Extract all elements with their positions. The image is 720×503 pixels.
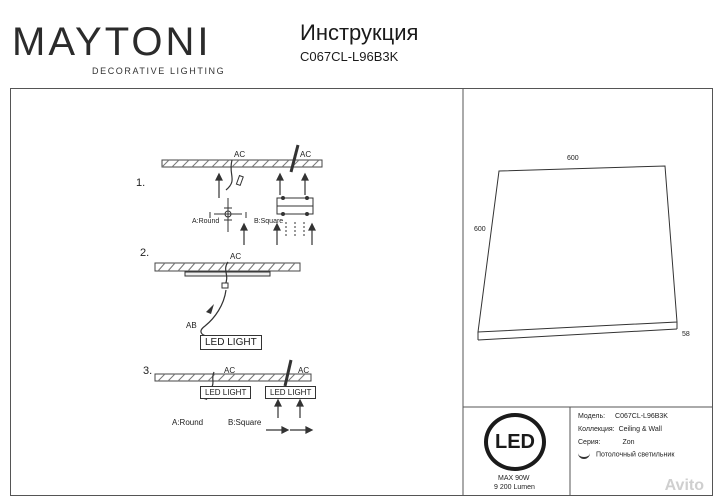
dimension-width: 600 — [567, 155, 579, 162]
step2-ceiling — [154, 262, 301, 277]
step1-option-square: B:Square — [254, 218, 284, 225]
step1-ac-right: AC — [300, 150, 312, 159]
step3-ceiling — [154, 373, 312, 382]
spec-series-label: Серия: — [578, 439, 601, 446]
fixture-dimension-drawing — [477, 165, 678, 341]
spec-model-label: Модель: — [578, 413, 606, 420]
step1-screwdriver — [289, 144, 300, 173]
spec-collection-row: Коллекция: Ceiling & Wall — [578, 426, 662, 433]
step2-ab-wire — [200, 289, 227, 338]
spec-collection-value: Ceiling & Wall — [618, 426, 662, 433]
step3-screwdriver — [283, 359, 293, 387]
step2-number: 2. — [140, 247, 150, 259]
step3-arrows — [266, 398, 314, 434]
step1-square-mount — [276, 196, 314, 236]
led-logo: LED — [484, 413, 546, 471]
step1-ac-left: AC — [234, 150, 246, 159]
watermark: Avito — [664, 477, 704, 494]
spec-model-value: C067CL-L96B3K — [615, 413, 668, 420]
spec-series-row: Серия: Zon — [578, 439, 635, 446]
spec-series-value: Zon — [622, 439, 635, 446]
page-title: Инструкция — [300, 20, 419, 45]
step3-number: 3. — [143, 365, 153, 377]
step3-led-label-right: LED LIGHT — [265, 386, 317, 399]
dimension-height: 600 — [474, 226, 486, 233]
step1-arrows — [215, 172, 316, 245]
step3-option-square: B:Square — [228, 418, 262, 427]
step1-ceiling — [161, 159, 323, 168]
step2-ab: AB — [186, 321, 197, 330]
step1-number: 1. — [136, 177, 146, 189]
lumen-output: 9 200 Lumen — [494, 484, 535, 491]
step1-option-round: A:Round — [192, 218, 220, 225]
step3-ac-right: AC — [298, 366, 310, 375]
step3-led-label-left: LED LIGHT — [200, 386, 252, 399]
dimension-depth: 58 — [682, 331, 690, 338]
spec-collection-label: Коллекция: — [578, 426, 615, 433]
instruction-frame — [10, 88, 713, 496]
brand-name: MAYTONI — [12, 20, 212, 64]
step2-led-label: LED LIGHT — [200, 335, 262, 350]
step1-wire — [225, 159, 233, 191]
step3-ac-left: AC — [224, 366, 236, 375]
ceiling-lamp-icon — [578, 450, 590, 459]
brand-tagline: DECORATIVE LIGHTING — [92, 66, 226, 76]
led-logo-text: LED — [495, 430, 535, 453]
brand-logo: MAYTONI — [12, 22, 212, 62]
step2-ac: AC — [230, 252, 242, 261]
model-code: C067CL-L96B3K — [300, 49, 399, 64]
spec-type-row: Потолочный светильник — [578, 450, 674, 459]
spec-model-row: Модель: C067CL-L96B3K — [578, 413, 668, 420]
step3-option-round: A:Round — [172, 418, 204, 427]
spec-type-value: Потолочный светильник — [595, 451, 675, 459]
max-power: MAX 90W — [498, 475, 530, 482]
step1-round-mount — [209, 198, 247, 232]
